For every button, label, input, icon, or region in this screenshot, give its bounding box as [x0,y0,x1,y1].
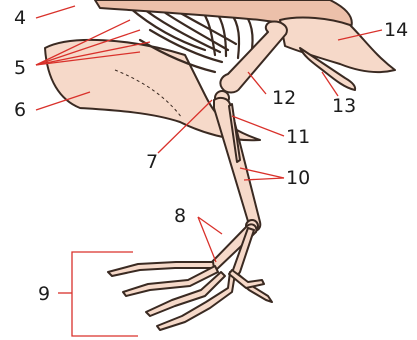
label-5: 5 [14,57,26,79]
label-14: 14 [384,19,408,41]
label-4: 4 [14,7,26,29]
label-6: 6 [14,99,26,121]
label-10: 10 [286,167,310,189]
label-7: 7 [146,151,158,173]
label-12: 12 [272,87,296,109]
label-11: 11 [286,126,310,148]
label-9: 9 [38,283,50,305]
tail-pygostyle [280,18,395,73]
toe-phalanges [108,262,272,330]
femur [220,22,287,93]
label-8: 8 [174,205,186,227]
label-13: 13 [332,95,356,117]
